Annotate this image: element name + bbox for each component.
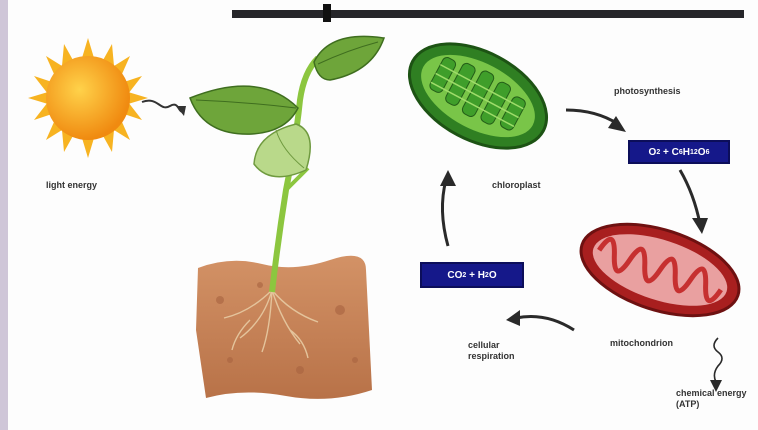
- soil-icon: [196, 256, 372, 399]
- label-light-energy: light energy: [46, 180, 97, 191]
- chloroplast-icon: [392, 22, 564, 169]
- label-photosynthesis: photosynthesis: [614, 86, 681, 97]
- plant-icon: [190, 36, 384, 292]
- mitochondrion-icon: [570, 207, 751, 334]
- label-chloroplast: chloroplast: [492, 180, 541, 191]
- sun-icon: [28, 38, 148, 158]
- label-chemical-energy: chemical energy (ATP): [676, 388, 747, 410]
- label-cellular-respiration: cellular respiration: [468, 340, 515, 362]
- label-mitochondrion: mitochondrion: [610, 338, 673, 349]
